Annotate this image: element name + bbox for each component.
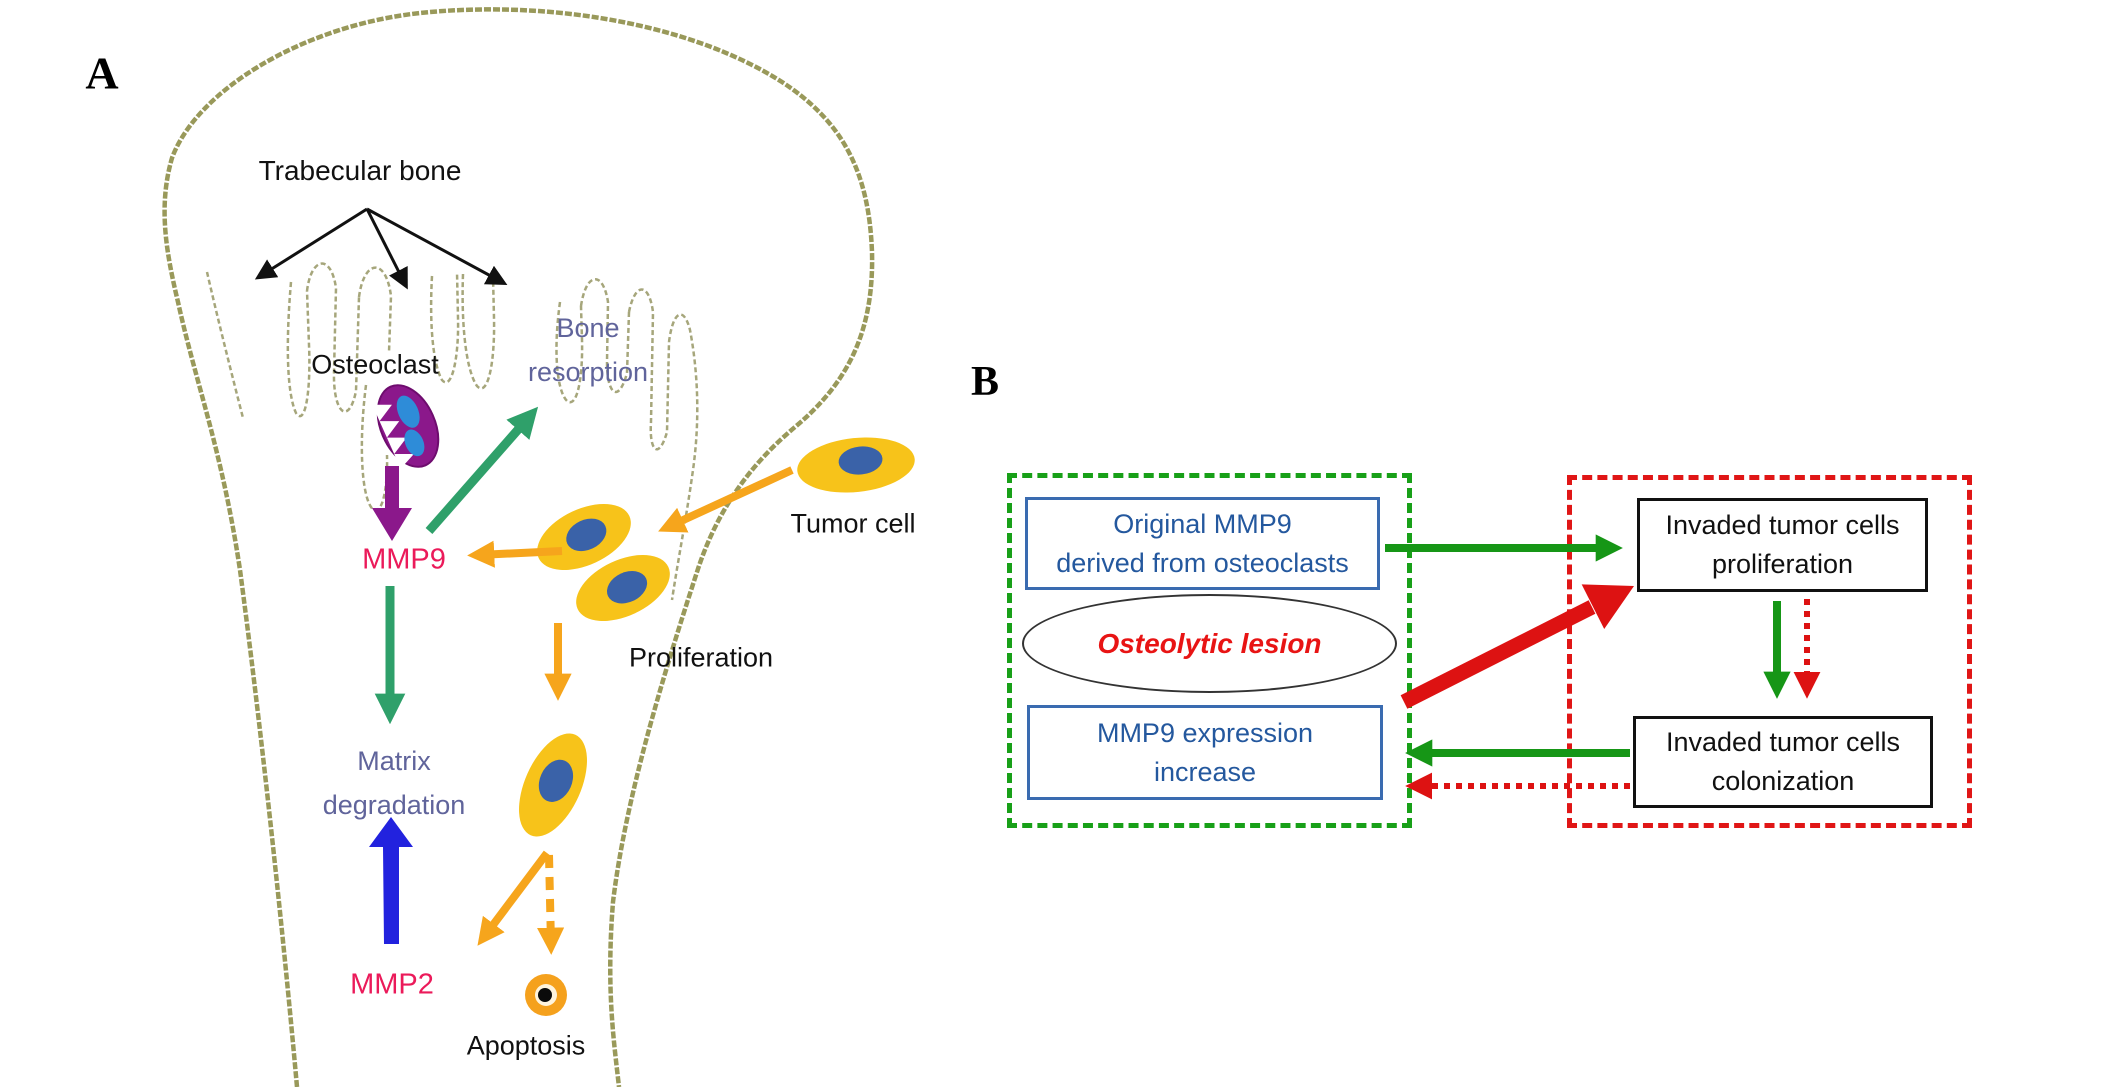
osteolytic-lesion-ellipse: Osteolytic lesion xyxy=(1022,594,1397,693)
orange-arrows xyxy=(467,466,794,955)
tumor-cell-pair xyxy=(537,503,670,622)
osteolytic-lesion-text: Osteolytic lesion xyxy=(1097,627,1322,659)
invaded-proliferation-box: Invaded tumor cells proliferation xyxy=(1637,498,1928,592)
invaded-colonization-box: Invaded tumor cells colonization xyxy=(1633,716,1933,808)
tumorcell-to-pair-arrow xyxy=(658,466,794,533)
mmp9-increase-box: MMP9 expression increase xyxy=(1027,705,1383,800)
tumor-cell-label: Tumor cell xyxy=(790,508,916,539)
proliferation-label: Proliferation xyxy=(628,642,774,673)
original-mmp9-box: Original MMP9 derived from osteoclasts xyxy=(1025,497,1380,590)
trabecular-pointer-arrows xyxy=(254,207,508,290)
mmp2-label: MMP2 xyxy=(350,968,434,1001)
panel-b-label: B xyxy=(970,359,1000,405)
matrix-degradation-line1: Matrix xyxy=(357,746,431,776)
panel-a-label: A xyxy=(85,47,119,99)
tumorpair-to-mmp9-arrow xyxy=(467,540,563,568)
matrix-degradation-line2: degradation xyxy=(322,790,466,820)
osteoclast-to-mmp9-arrow xyxy=(372,466,412,541)
invaded-colonization-line1: Invaded tumor cells xyxy=(1665,727,1901,757)
mmp9-to-bone-resorption-arrow xyxy=(425,406,539,534)
cell-to-apoptosis-arrow xyxy=(537,854,565,955)
bone-resorption-line2: resorption xyxy=(527,357,649,387)
apoptotic-cell xyxy=(525,974,567,1016)
mmp9-increase-line2: increase xyxy=(1153,756,1257,787)
bone-resorption-label: Bone resorption xyxy=(528,306,648,394)
mmp9-label: MMP9 xyxy=(362,543,446,576)
matrix-degradation-label: Matrix degradation xyxy=(323,739,466,827)
mmp9-increase-line1: MMP9 expression xyxy=(1096,717,1314,748)
invaded-colonization-line2: colonization xyxy=(1711,766,1855,796)
osteoclast-cell xyxy=(372,384,440,469)
tumor-cell-single xyxy=(797,437,915,493)
osteoclast-label: Osteoclast xyxy=(311,349,439,380)
bone-resorption-line1: Bone xyxy=(556,313,620,343)
invaded-proliferation-line2: proliferation xyxy=(1711,549,1854,579)
original-mmp9-line2: derived from osteoclasts xyxy=(1056,547,1349,578)
mmp2-to-matrix-degradation-arrow xyxy=(369,817,413,944)
invaded-proliferation-line1: Invaded tumor cells xyxy=(1665,510,1900,540)
tumor-cell-migrating xyxy=(519,733,587,837)
cell-to-mmp2-arrow xyxy=(477,850,551,946)
original-mmp9-line1: Original MMP9 xyxy=(1113,508,1292,539)
trabecular-bone-label: Trabecular bone xyxy=(258,155,462,186)
apoptosis-label: Apoptosis xyxy=(466,1030,586,1061)
